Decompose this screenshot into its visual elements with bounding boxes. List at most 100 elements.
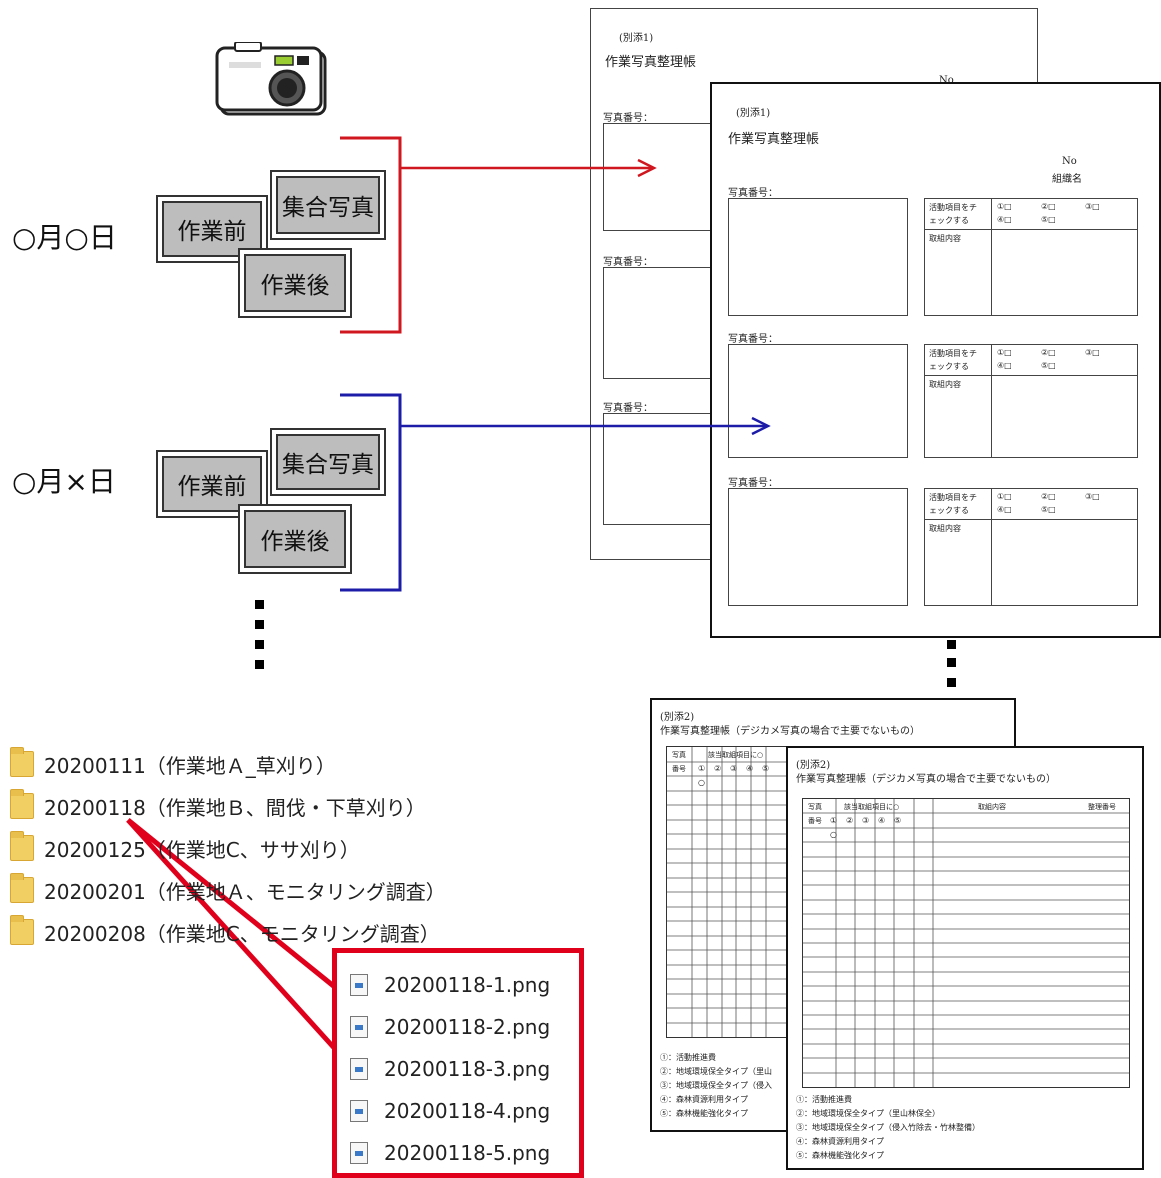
file-item[interactable]: 20200118-1.png xyxy=(350,968,550,1002)
circled-num: ⑤ xyxy=(894,816,902,825)
table-mark: ○ xyxy=(698,778,705,787)
check-item: ②□ xyxy=(1041,202,1056,211)
ledger1-photo-box xyxy=(728,198,908,316)
camera-icon xyxy=(215,42,327,116)
ledger1-front-sheet: (別添1) 作業写真整理帳 No 組織名 写真番号： 活動項目をチ ェックする … xyxy=(710,82,1161,638)
circled-num: ② xyxy=(846,816,854,825)
check-item: ⑤□ xyxy=(1041,215,1056,224)
photo-card-label: 集合写真 xyxy=(276,176,380,234)
image-file-icon xyxy=(350,974,368,996)
file-name: 20200118-4.png xyxy=(384,1099,551,1123)
folder-icon xyxy=(10,915,34,945)
folder-name: 20200208（作業地C、モニタリング調査） xyxy=(44,921,440,946)
check-item: ④□ xyxy=(997,505,1012,514)
folder-name: 20200118（作業地Ｂ、間伐・下草刈り） xyxy=(44,795,426,820)
folder-item[interactable]: 20200125（作業地C、ササ刈り） xyxy=(10,831,360,864)
ledger2-col-content: 取組内容 xyxy=(978,803,1006,811)
ellipsis-dot xyxy=(255,600,264,609)
ellipsis-dot xyxy=(947,658,956,667)
check-item: ①□ xyxy=(997,202,1012,211)
photo-card-before: 作業前 xyxy=(156,195,268,263)
ledger1-content-label: 取組内容 xyxy=(929,524,961,533)
circled-num: ④ xyxy=(746,764,754,773)
file-item[interactable]: 20200118-3.png xyxy=(350,1052,550,1086)
folder-icon xyxy=(10,831,34,861)
file-list-box xyxy=(332,948,584,1178)
photo-card-label: 作業後 xyxy=(244,254,346,312)
ledger2-title: 作業写真整理帳（デジカメ写真の場合で主要でないもの） xyxy=(660,726,920,737)
ellipsis-dot xyxy=(255,620,264,629)
ledger1-title: 作業写真整理帳 xyxy=(605,55,697,70)
ellipsis-dot xyxy=(947,678,956,687)
file-name: 20200118-5.png xyxy=(384,1141,551,1165)
ledger1-photo-no: 写真番号： xyxy=(603,113,653,124)
check-item: ④□ xyxy=(997,361,1012,370)
ledger1-photo-box xyxy=(728,344,908,458)
photo-card-after: 作業後 xyxy=(238,248,352,318)
check-item: ⑤□ xyxy=(1041,361,1056,370)
legend-item: ②：地域環境保全タイプ（里山林保全） xyxy=(796,1109,940,1118)
folder-name: 20200125（作業地C、ササ刈り） xyxy=(44,837,360,862)
ledger1-org: 組織名 xyxy=(1052,174,1082,185)
photo-card-label: 集合写真 xyxy=(276,434,380,490)
legend-item: ③：地域環境保全タイプ（侵入 xyxy=(660,1081,772,1090)
folder-icon xyxy=(10,747,34,777)
legend-item: ③：地域環境保全タイプ（侵入竹除去・竹林整備） xyxy=(796,1123,980,1132)
ledger1-no: No xyxy=(1062,156,1077,167)
folder-icon xyxy=(10,789,34,819)
ledger1-photo-no: 写真番号： xyxy=(603,257,653,268)
ledger1-photo-box xyxy=(728,488,908,606)
ledger1-photo-box xyxy=(603,123,713,231)
check-item: ③□ xyxy=(1085,348,1100,357)
legend-item: ⑤：森林機能強化タイプ xyxy=(660,1109,748,1118)
image-file-icon xyxy=(350,1100,368,1122)
ledger1-photo-no: 写真番号： xyxy=(728,478,778,489)
check-item: ④□ xyxy=(997,215,1012,224)
ledger1-photo-box xyxy=(603,413,713,525)
ledger1-attachment: (別添1) xyxy=(619,33,654,44)
ledger1-check-label: 活動項目をチ xyxy=(929,493,977,502)
check-item: ①□ xyxy=(997,348,1012,357)
file-name: 20200118-2.png xyxy=(384,1015,551,1039)
folder-item[interactable]: 20200111（作業地Ａ_草刈り） xyxy=(10,747,336,780)
ledger1-check-label: ェックする xyxy=(929,506,969,515)
folder-item[interactable]: 20200201（作業地Ａ、モニタリング調査） xyxy=(10,873,446,906)
ledger1-check-panel: 活動項目をチ ェックする 取組内容 ①□ ②□ ③□ ④□ ⑤□ xyxy=(924,488,1138,606)
legend-item: ④：森林資源利用タイプ xyxy=(660,1095,748,1104)
folder-item[interactable]: 20200208（作業地C、モニタリング調査） xyxy=(10,915,440,948)
check-item: ②□ xyxy=(1041,348,1056,357)
ledger2-col-photo-no: 番号 xyxy=(672,765,686,773)
ledger1-check-label: ェックする xyxy=(929,216,969,225)
circled-num: ② xyxy=(714,764,722,773)
circled-num: ④ xyxy=(878,816,886,825)
legend-item: ⑤：森林機能強化タイプ xyxy=(796,1151,884,1160)
file-name: 20200118-3.png xyxy=(384,1057,551,1081)
circled-num: ⑤ xyxy=(762,764,770,773)
check-item: ③□ xyxy=(1085,492,1100,501)
file-item[interactable]: 20200118-2.png xyxy=(350,1010,550,1044)
file-item[interactable]: 20200118-4.png xyxy=(350,1094,550,1128)
ledger1-check-panel: 活動項目をチ ェックする 取組内容 ①□ ②□ ③□ ④□ ⑤□ xyxy=(924,198,1138,316)
ledger1-photo-no: 写真番号： xyxy=(728,188,778,199)
ledger2-attachment: (別添2) xyxy=(796,760,831,771)
ledger2-attachment: (別添2) xyxy=(660,712,695,723)
folder-item[interactable]: 20200118（作業地Ｂ、間伐・下草刈り） xyxy=(10,789,426,822)
photo-card-group: 集合写真 xyxy=(270,428,386,496)
ledger2-title: 作業写真整理帳（デジカメ写真の場合で主要でないもの） xyxy=(796,774,1056,785)
date-label-1: ○月○日 xyxy=(12,221,117,254)
circled-num: ① xyxy=(698,764,706,773)
folder-name: 20200201（作業地Ａ、モニタリング調査） xyxy=(44,879,446,904)
ledger1-no: No xyxy=(939,75,954,86)
photo-card-group: 集合写真 xyxy=(270,170,386,240)
ellipsis-dot xyxy=(255,660,264,669)
photo-card-before: 作業前 xyxy=(156,450,268,518)
file-item[interactable]: 20200118-5.png xyxy=(350,1136,550,1170)
check-item: ⑤□ xyxy=(1041,505,1056,514)
ledger1-photo-no: 写真番号： xyxy=(728,334,778,345)
ledger1-title: 作業写真整理帳 xyxy=(728,132,820,147)
ledger1-content-label: 取組内容 xyxy=(929,234,961,243)
ellipsis-dot xyxy=(255,640,264,649)
ellipsis-dot xyxy=(947,640,956,649)
check-item: ③□ xyxy=(1085,202,1100,211)
circled-num: ① xyxy=(830,816,838,825)
